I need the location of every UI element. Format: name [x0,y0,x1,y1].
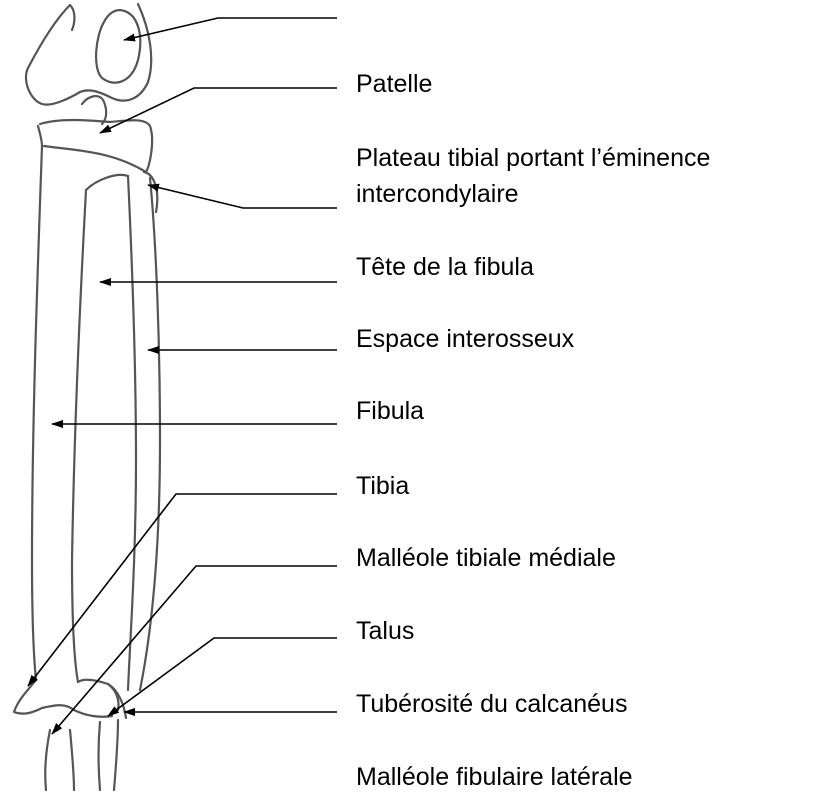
label-patelle: Patelle [356,70,432,99]
tibial-plateau [38,96,152,172]
ankle-bones [14,680,126,790]
label-malleole-tibiale: Malléole tibiale médiale [356,544,616,573]
label-tuberosite-calcaneus: Tubérosité du calcanéus [356,690,627,719]
label-tibia: Tibia [356,472,409,501]
label-fibula: Fibula [356,397,424,426]
leader-lines [28,18,337,734]
label-espace-interosseux: Espace interosseux [356,325,574,354]
patella [96,10,140,83]
label-talus: Talus [356,617,414,646]
label-malleole-fibulaire: Malléole fibulaire latérale [356,763,633,792]
label-tete-fibula: Tête de la fibula [356,253,534,282]
label-plateau-tibial-line1: Plateau tibial portant l’éminence [356,144,710,173]
fibula-shaft [86,172,160,690]
label-plateau-tibial-line2: intercondylaire [356,180,519,209]
femur-condyles [26,4,151,105]
tibia-shaft [32,146,86,682]
